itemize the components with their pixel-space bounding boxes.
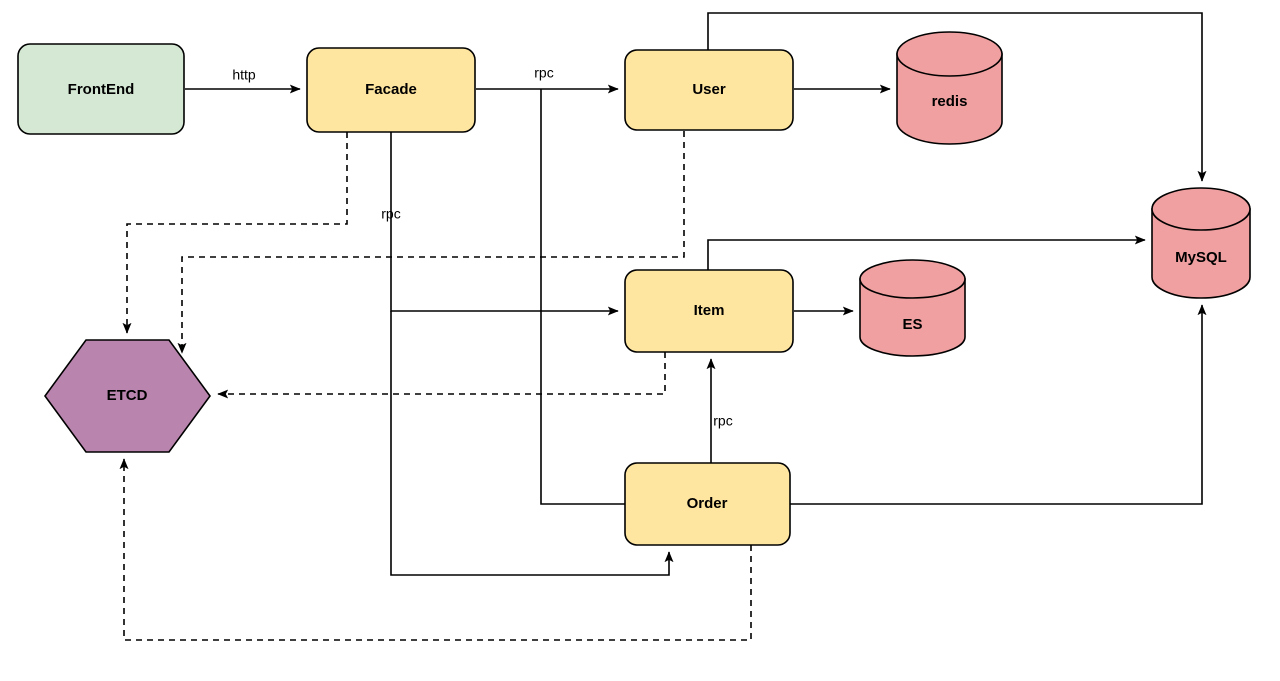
edge-item-mysql [707, 235, 1146, 270]
user-shape [624, 49, 794, 131]
edge-user-mysql [707, 12, 1207, 182]
edge-facade-order [390, 311, 674, 576]
node-redis[interactable]: redis [896, 31, 1003, 145]
es-label: ES [902, 316, 922, 333]
order-label: Order [687, 495, 728, 512]
frontend-shape [17, 43, 185, 135]
item-label: Item [694, 302, 725, 319]
etcd-shape [44, 339, 211, 453]
node-es[interactable]: ES [859, 259, 966, 357]
es-shape [859, 278, 966, 357]
node-facade[interactable]: Facade [306, 47, 476, 133]
edge-item-etcd [217, 352, 666, 399]
edge-layer-solid [185, 12, 1207, 576]
facade-shape [306, 47, 476, 133]
es-top [859, 259, 966, 299]
facade-label: Facade [365, 81, 417, 98]
edge-facade-order-branch [540, 89, 625, 505]
item-shape [624, 269, 794, 353]
mysql-shape [1151, 208, 1251, 299]
edge-label-rpc-order-item: rpc [713, 413, 732, 429]
edge-user-etcd [177, 131, 685, 354]
edge-label-rpc-facade-user: rpc [534, 65, 553, 81]
node-etcd[interactable]: ETCD [44, 339, 211, 453]
node-order[interactable]: Order [624, 462, 791, 546]
user-label: User [692, 81, 726, 98]
redis-label: redis [932, 93, 968, 110]
edge-label-layer: http rpc rpc rpc [232, 65, 732, 429]
edge-order-etcd [119, 458, 752, 641]
node-mysql[interactable]: MySQL [1151, 187, 1251, 299]
edge-label-rpc-facade-item: rpc [381, 206, 400, 222]
node-item[interactable]: Item [624, 269, 794, 353]
etcd-label: ETCD [107, 387, 148, 404]
node-user[interactable]: User [624, 49, 794, 131]
edge-facade-item [390, 132, 619, 316]
redis-shape [896, 53, 1003, 145]
edge-label-http: http [232, 67, 256, 83]
mysql-top [1151, 187, 1251, 231]
edge-order-mysql [790, 304, 1207, 505]
frontend-label: FrontEnd [68, 81, 135, 98]
edge-layer-dashed [119, 131, 752, 641]
redis-top [896, 31, 1003, 77]
node-frontend[interactable]: FrontEnd [17, 43, 185, 135]
mysql-label: MySQL [1175, 249, 1227, 266]
order-shape [624, 462, 791, 546]
edge-facade-etcd [122, 132, 348, 334]
